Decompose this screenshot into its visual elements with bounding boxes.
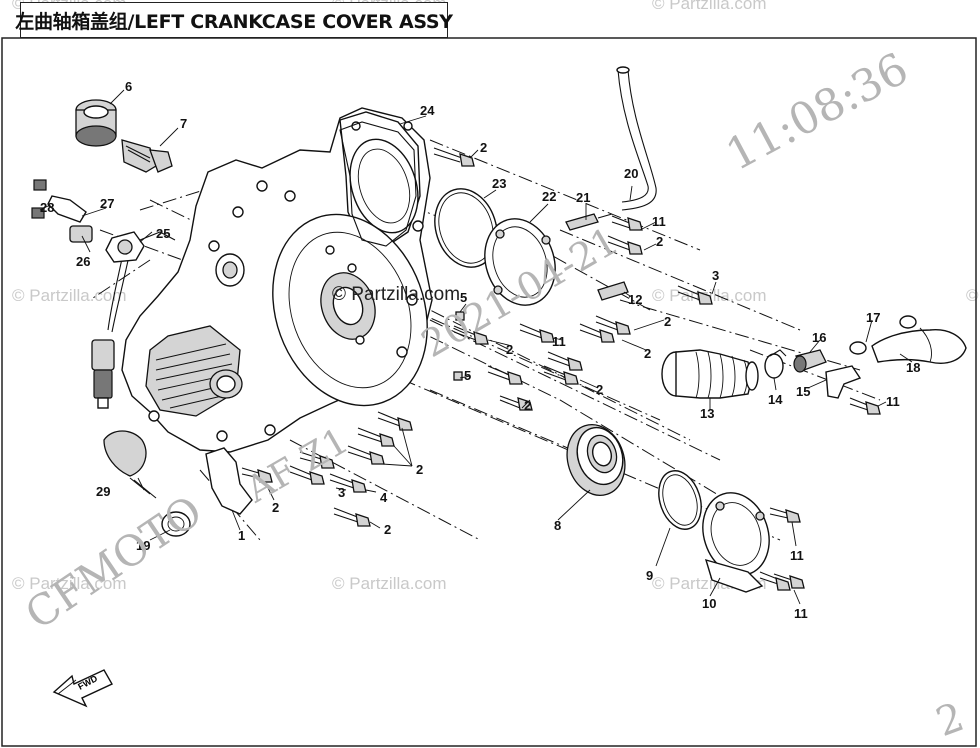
callout-8: 8 (554, 518, 561, 533)
dipstick-29 (103, 430, 157, 499)
left-crankcase-cover (121, 107, 433, 453)
pin-21 (565, 213, 613, 231)
fwd-arrow-icon: FWD (52, 669, 113, 708)
bracket-1 (205, 447, 253, 515)
callout-19: 19 (136, 538, 150, 553)
watermark-mid-left: © Partzilla.com (12, 286, 127, 305)
callout-27: 27 (100, 196, 114, 211)
callout-5: 5 (464, 368, 471, 383)
breather-hose-20 (616, 66, 657, 211)
boot-13 (661, 349, 759, 399)
callout-21: 21 (576, 190, 590, 205)
callout-1: 1 (238, 528, 245, 543)
callout-11: 11 (790, 548, 804, 563)
callout-4: 4 (380, 490, 388, 505)
callout-2: 2 (664, 314, 671, 329)
callout-28: 28 (40, 200, 54, 215)
bearing-8 (566, 424, 626, 496)
clamp-14 (764, 349, 787, 379)
callout-11: 11 (652, 214, 666, 229)
diagram-frame (1, 37, 977, 747)
drain-plug-6 (75, 99, 117, 147)
cover-22 (484, 218, 556, 306)
callout-6: 6 (125, 79, 132, 94)
callout-15: 15 (796, 384, 810, 399)
callout-23: 23 (492, 176, 506, 191)
callout-2: 2 (272, 500, 279, 515)
watermark-bottom-left: © Partzilla.com (12, 574, 127, 593)
callout-2: 2 (506, 342, 513, 357)
speed-sensor-assembly (31, 179, 176, 409)
callout-numbers: 6 7 24 2 23 22 21 20 11 2 3 12 2 2 2 2 2… (40, 79, 920, 621)
clip-12 (597, 281, 629, 301)
callout-17: 17 (866, 310, 880, 325)
callout-16: 16 (812, 330, 826, 345)
callout-14: 14 (768, 392, 783, 407)
diagram-title: 左曲轴箱盖组/LEFT CRANKCASE COVER ASSY (15, 10, 453, 33)
bolt-7 (121, 139, 173, 173)
callout-3: 3 (712, 268, 719, 283)
watermark-bottom-center: © Partzilla.com (332, 574, 447, 593)
center-watermark: © Partzilla.com (332, 284, 461, 305)
callout-2: 2 (416, 462, 423, 477)
callout-2: 2 (524, 398, 531, 413)
callout-29: 29 (96, 484, 110, 499)
callout-2: 2 (480, 140, 487, 155)
callout-20: 20 (624, 166, 638, 181)
callout-25: 25 (156, 226, 170, 241)
hose-18 (871, 327, 967, 364)
callout-26: 26 (76, 254, 90, 269)
bolts (241, 147, 881, 591)
gasket-24 (339, 121, 417, 247)
o-ring-23 (434, 188, 498, 268)
callout-12: 12 (628, 292, 642, 307)
clamp-17 (849, 315, 917, 355)
callout-3: 3 (338, 485, 345, 500)
callout-11: 11 (886, 394, 900, 409)
callout-2: 2 (384, 522, 391, 537)
watermark-top-right: © Partzilla.com (652, 0, 767, 13)
cover-10 (702, 492, 770, 593)
bracket-15 (825, 365, 862, 399)
leader-lines (39, 89, 913, 605)
callout-7: 7 (180, 116, 187, 131)
callout-22: 22 (542, 189, 556, 204)
fitting-16 (793, 349, 827, 373)
callout-10: 10 (702, 596, 716, 611)
callout-5: 5 (460, 290, 467, 305)
callout-2: 2 (644, 346, 651, 361)
callout-9: 9 (646, 568, 653, 583)
callout-18: 18 (906, 360, 920, 375)
callout-13: 13 (700, 406, 714, 421)
diagram-title-box: 左曲轴箱盖组/LEFT CRANKCASE COVER ASSY (15, 2, 453, 38)
callout-2: 2 (656, 234, 663, 249)
callout-2: 2 (596, 382, 603, 397)
callout-24: 24 (420, 103, 435, 118)
callout-11: 11 (794, 606, 808, 621)
callout-11: 11 (552, 334, 566, 349)
